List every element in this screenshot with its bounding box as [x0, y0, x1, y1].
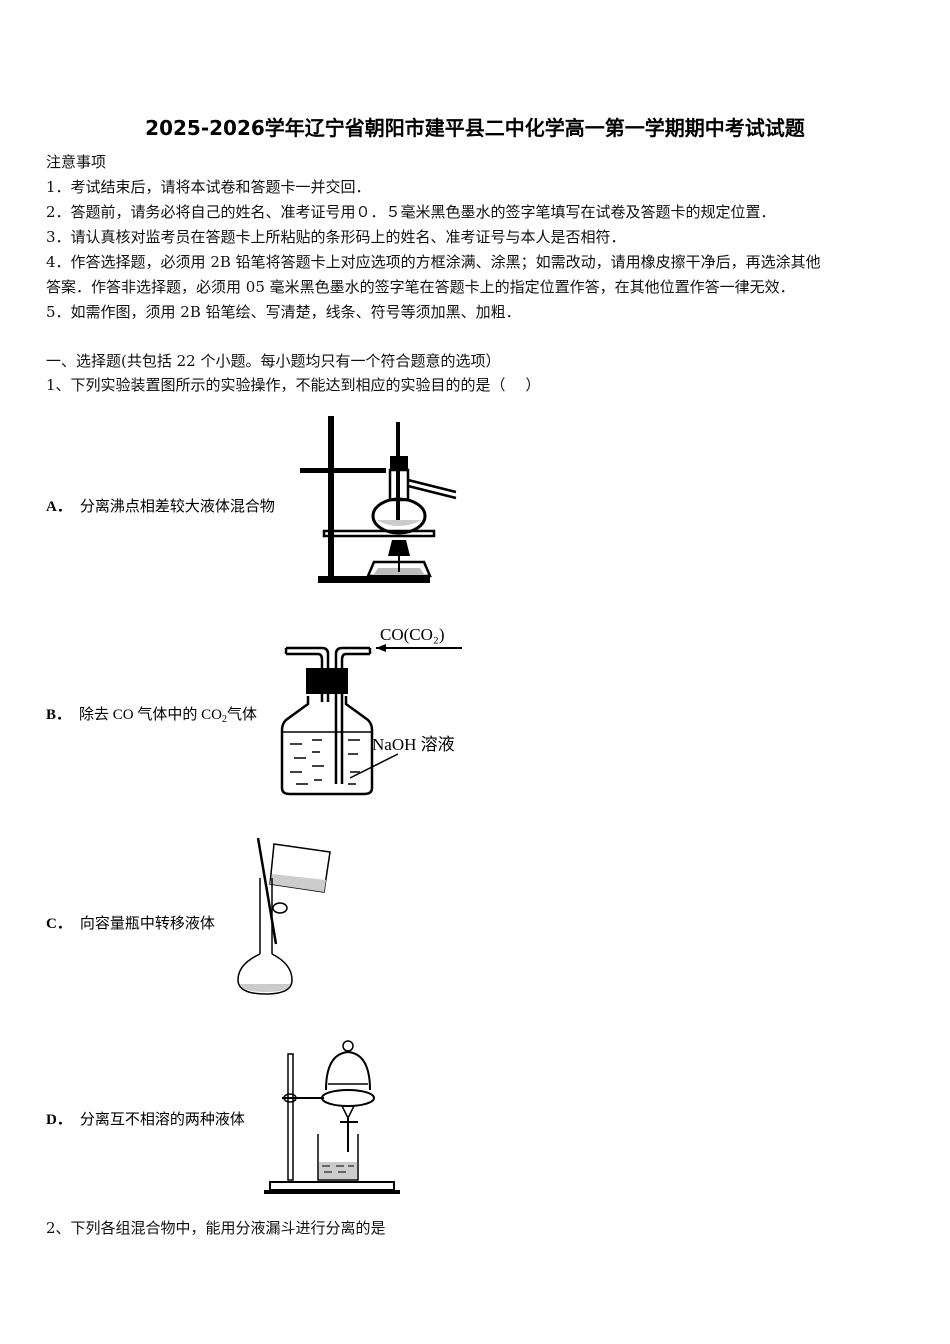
option-b: B． 除去 CO 气体中的 CO2气体 [46, 704, 257, 731]
option-b-subscript: 2 [221, 714, 227, 725]
option-c-letter: C． [46, 916, 72, 932]
option-d: D． 分离互不相溶的两种液体 [46, 1109, 245, 1131]
option-d-letter: D． [46, 1112, 72, 1128]
notice-heading: 注意事项 [46, 153, 107, 171]
volumetric-flask-transfer-figure [230, 834, 340, 996]
notice-item-4: 4．作答选择题，必须用 2B 铅笔将答题卡上对应选项的方框涂满、涂黑；如需改动，… [46, 253, 821, 271]
option-b-letter: B． [46, 707, 72, 723]
notice-item-2: 2．答题前，请务必将自己的姓名、准考证号用０．５毫米黑色墨水的签字笔填写在试卷及… [46, 203, 776, 221]
section-heading: 一、选择题(共包括 22 个小题。每小题均只有一个符合题意的选项） [46, 352, 501, 370]
notice-item-1: 1．考试结束后，请将本试卷和答题卡一并交回． [46, 178, 371, 196]
notice-item-3: 3．请认真核对监考员在答题卡上所粘贴的条形码上的姓名、准考证号与本人是否相符． [46, 228, 626, 246]
option-b-text: 除去 CO 气体中的 CO [79, 707, 222, 723]
separatory-funnel-figure [262, 1034, 410, 1196]
document-title: 2025-2026学年辽宁省朝阳市建平县二中化学高一第一学期期中考试试题 [145, 116, 805, 140]
gas-inlet-label: CO(CO₂) [380, 625, 444, 644]
notice-item-5: 5．如需作图，须用 2B 铅笔绘、写清楚，线条、符号等须加黑、加粗． [46, 303, 521, 321]
option-a: A． 分离沸点相差较大液体混合物 [46, 496, 275, 518]
question-2-stem: 2、下列各组混合物中，能用分液漏斗进行分离的是 [46, 1219, 386, 1237]
option-d-text: 分离互不相溶的两种液体 [79, 1112, 245, 1128]
notice-item-4-cont: 答案．作答非选择题，必须用 05 毫米黑色墨水的签字笔在答题卡上的指定位置作答，… [46, 278, 795, 296]
solution-label: NaOH 溶液 [372, 735, 455, 754]
option-a-text: 分离沸点相差较大液体混合物 [79, 499, 275, 515]
option-c: C． 向容量瓶中转移液体 [46, 913, 215, 935]
gas-washing-bottle-figure: CO(CO₂) NaOH 溶液 [272, 616, 477, 798]
option-a-letter: A． [46, 499, 72, 515]
question-1-stem: 1、下列实验装置图所示的实验操作，不能达到相应的实验目的的是（ ） [46, 376, 541, 394]
distillation-apparatus-figure [296, 412, 461, 590]
option-b-text-after: 气体 [226, 707, 257, 723]
option-c-text: 向容量瓶中转移液体 [79, 916, 215, 932]
